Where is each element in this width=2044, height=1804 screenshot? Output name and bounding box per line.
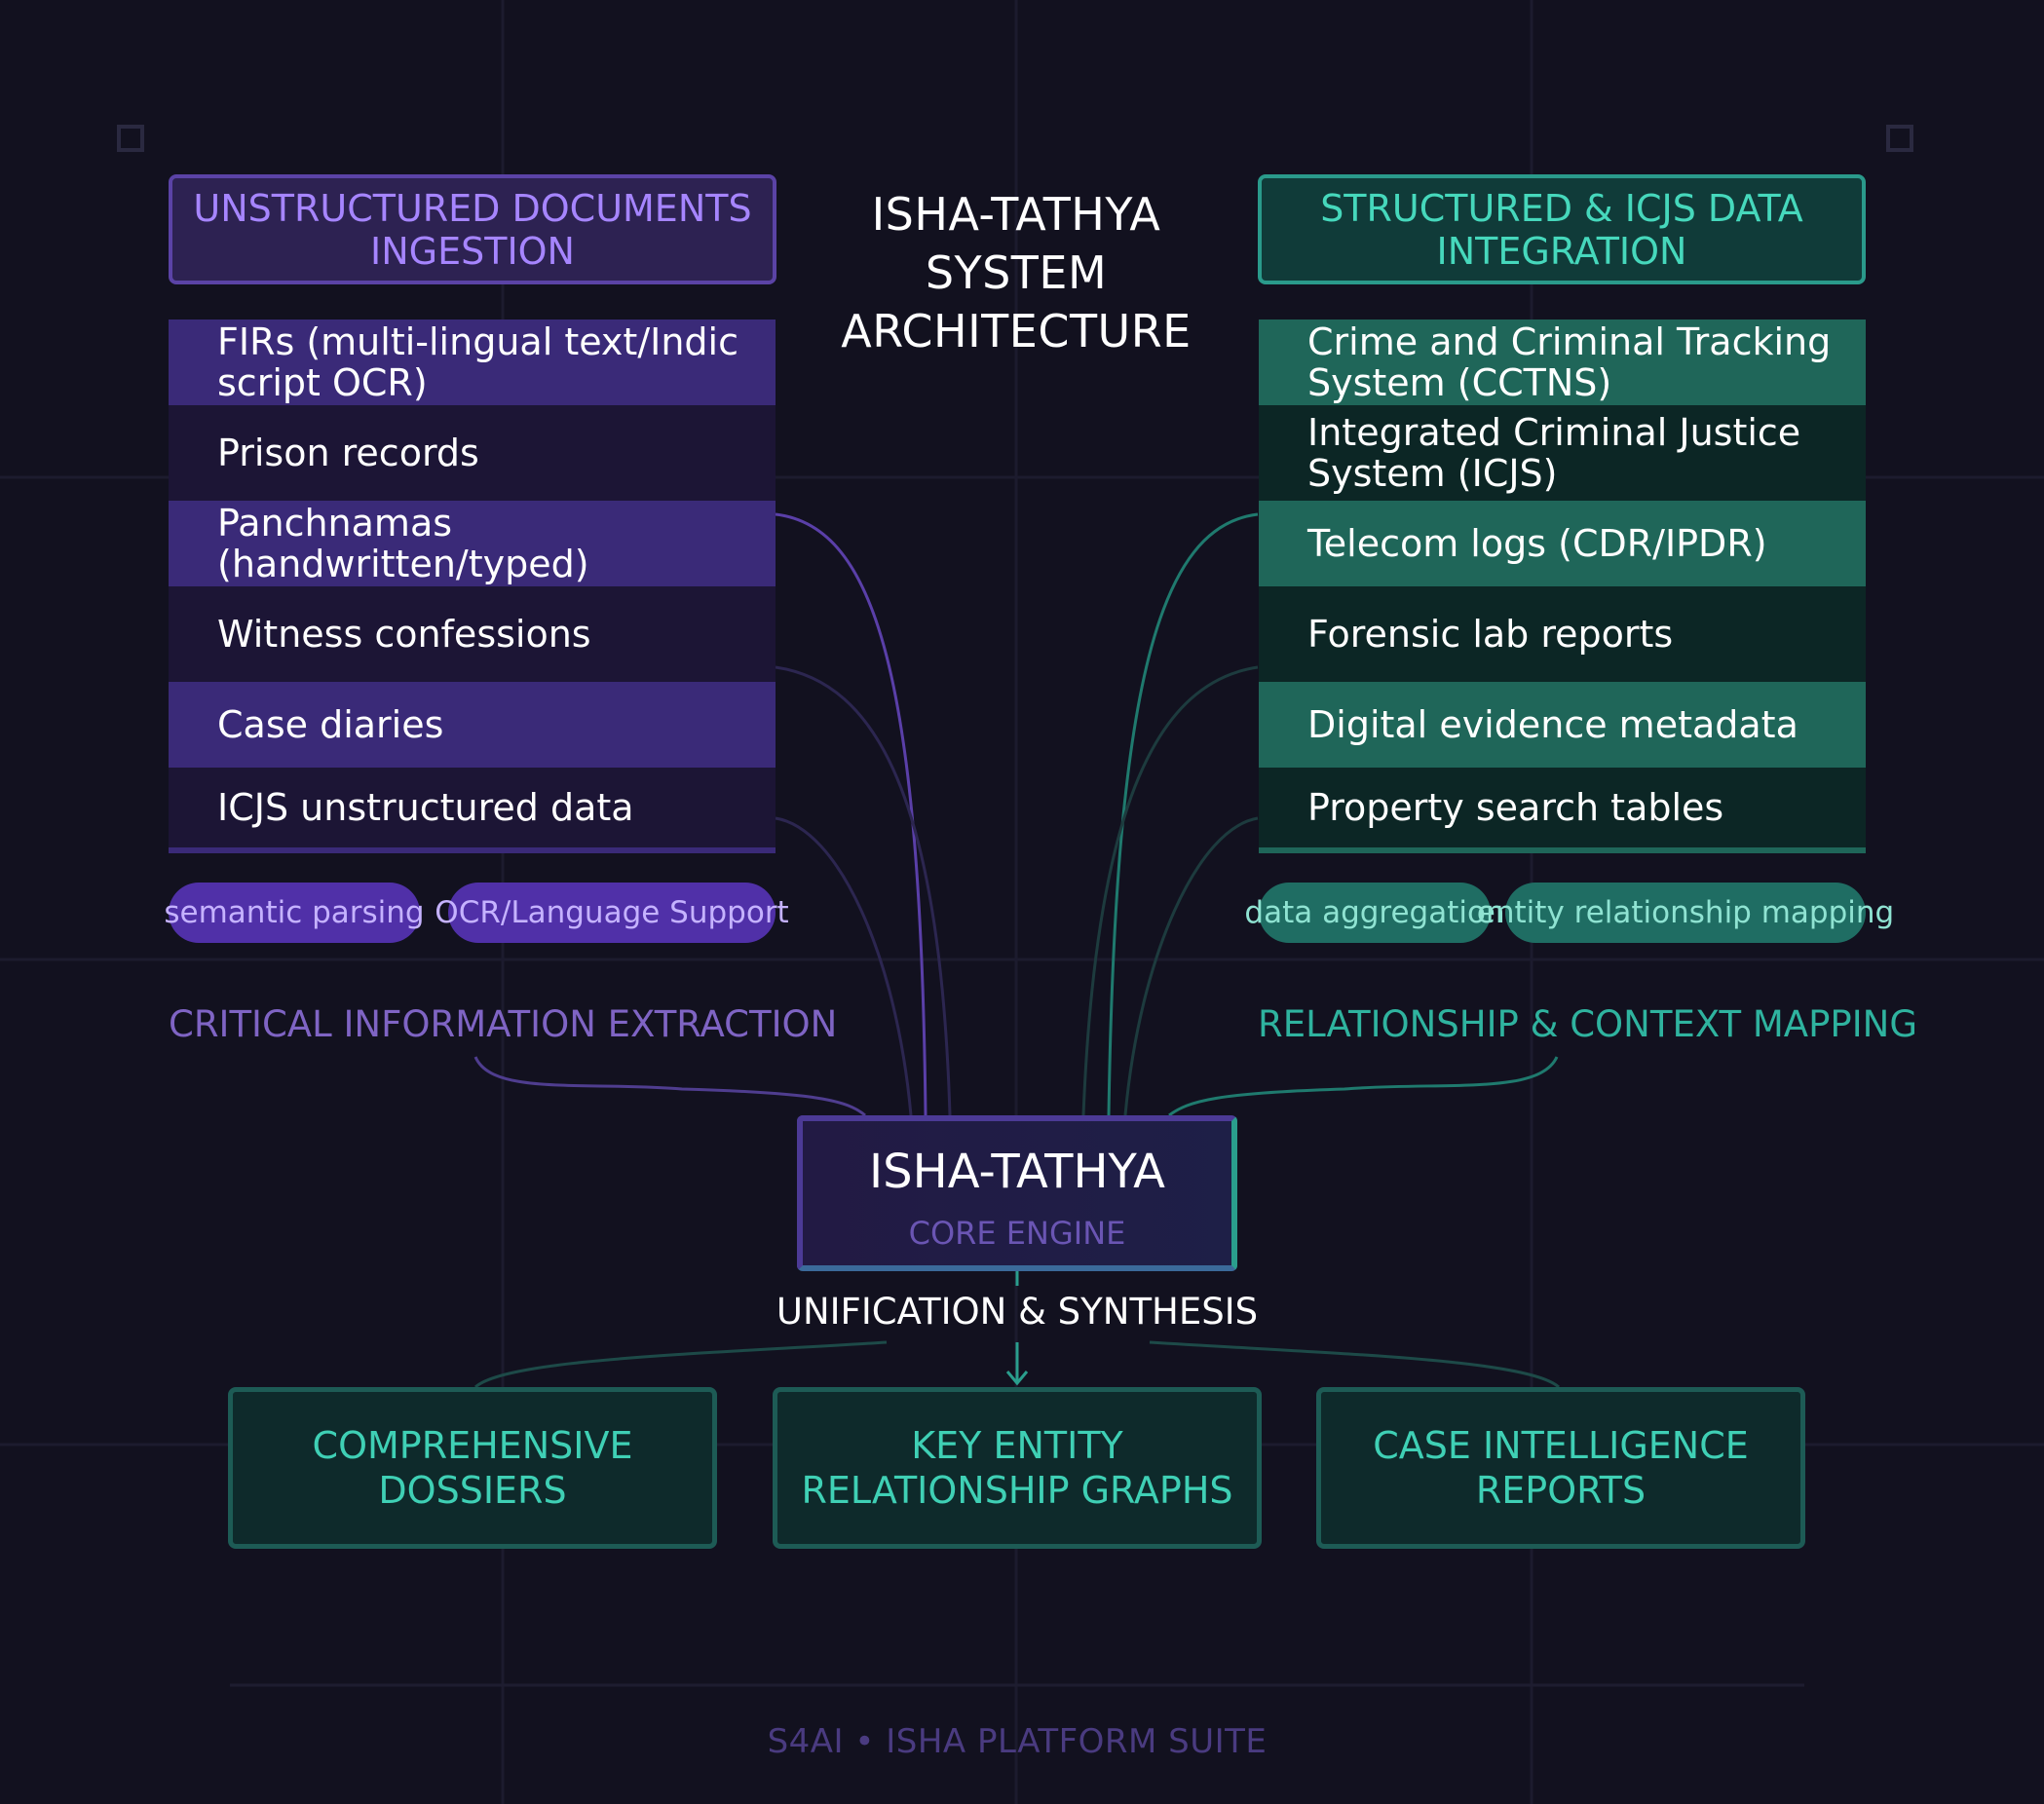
diagram-title: ISHA-TATHYA SYSTEM ARCHITECTURE	[841, 188, 1192, 357]
source-item-digital-evidence: Digital evidence metadata	[1259, 682, 1866, 768]
unification-synthesis-label: UNIFICATION & SYNTHESIS	[776, 1291, 1259, 1333]
source-item-prison-records: Prison records	[169, 405, 776, 501]
corner-marker-icon	[117, 125, 144, 152]
source-item-panchnamas: Panchnamas (handwritten/typed)	[169, 501, 776, 586]
output-case-intelligence-reports: CASE INTELLIGENCE REPORTS	[1316, 1387, 1805, 1549]
output-key-entity-relationship-graphs: KEY ENTITY RELATIONSHIP GRAPHS	[773, 1387, 1262, 1549]
tag-ocr-language-support: OCR/Language Support	[435, 883, 789, 943]
source-item-property-search: Property search tables	[1259, 768, 1866, 847]
source-item-telecom-logs: Telecom logs (CDR/IPDR)	[1259, 501, 1866, 586]
core-engine-name: ISHA-TATHYA	[869, 1145, 1165, 1199]
source-item-forensic-lab-reports: Forensic lab reports	[1259, 586, 1866, 682]
critical-information-extraction-label: CRITICAL INFORMATION EXTRACTION	[169, 1003, 838, 1045]
tag-entity-relationship-mapping: entity relationship mapping	[1477, 883, 1894, 943]
corner-marker-icon	[1886, 125, 1913, 152]
source-item-firs: FIRs (multi-lingual text/Indic script OC…	[169, 319, 776, 405]
unstructured-ingestion-header: UNSTRUCTURED DOCUMENTS INGESTION	[169, 174, 776, 284]
tag-data-aggregation: data aggregation	[1244, 883, 1505, 943]
source-item-icjs-unstructured: ICJS unstructured data	[169, 768, 776, 847]
output-comprehensive-dossiers: COMPREHENSIVE DOSSIERS	[228, 1387, 717, 1549]
tag-semantic-parsing: semantic parsing	[164, 883, 425, 943]
left-panel-rule	[169, 847, 776, 853]
core-engine-box: ISHA-TATHYA CORE ENGINE	[797, 1115, 1237, 1271]
source-item-witness-confessions: Witness confessions	[169, 586, 776, 682]
source-item-case-diaries: Case diaries	[169, 682, 776, 768]
core-engine-subtitle: CORE ENGINE	[908, 1215, 1126, 1252]
structured-integration-header: STRUCTURED & ICJS DATA INTEGRATION	[1258, 174, 1866, 284]
footer-credit: S4AI • ISHA PLATFORM SUITE	[767, 1722, 1268, 1761]
right-panel-rule	[1259, 847, 1866, 853]
relationship-context-mapping-label: RELATIONSHIP & CONTEXT MAPPING	[1258, 1003, 1918, 1045]
source-item-cctns: Crime and Criminal Tracking System (CCTN…	[1259, 319, 1866, 405]
source-item-icjs: Integrated Criminal Justice System (ICJS…	[1259, 405, 1866, 501]
